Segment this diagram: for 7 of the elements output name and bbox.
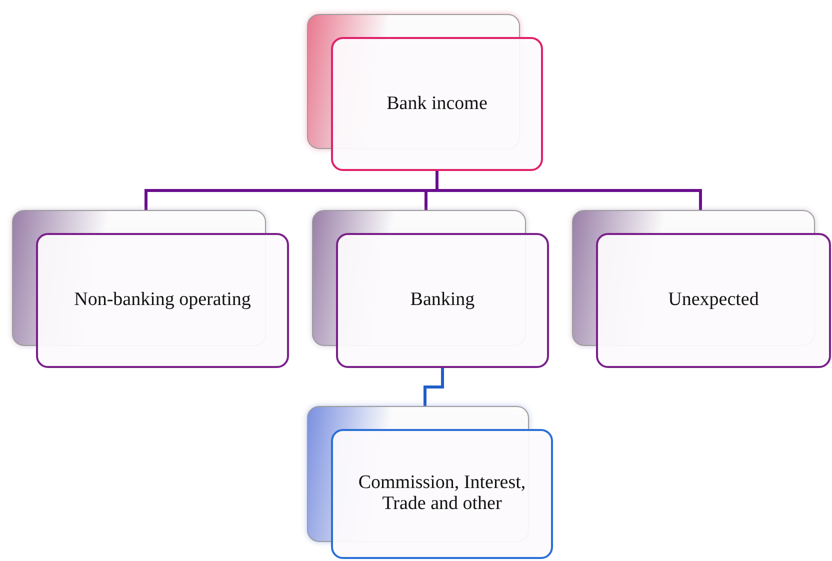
category-box: Commission, Interest, Trade and other [331, 429, 553, 559]
connector-line [424, 368, 444, 406]
category-box: Non-banking operating [36, 233, 289, 368]
category-box: Unexpected [596, 233, 831, 368]
connector-line [436, 171, 702, 210]
category-box: Bank income [331, 37, 543, 171]
category-box: Banking [336, 233, 549, 368]
